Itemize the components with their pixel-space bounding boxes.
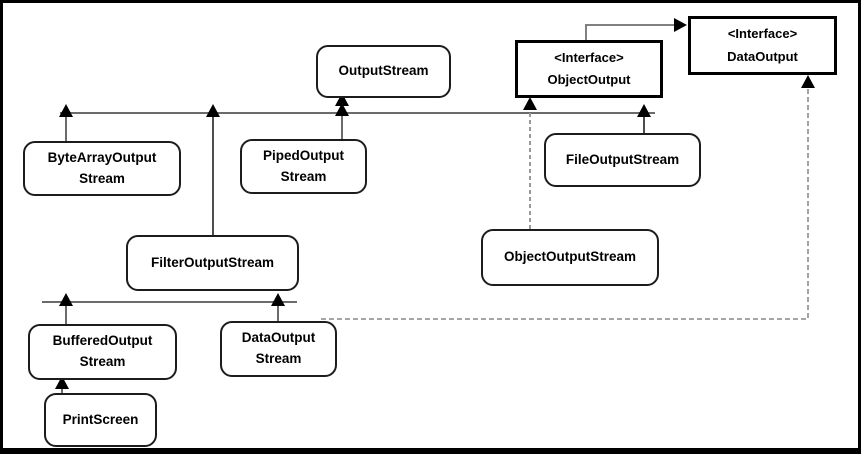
node-pipedoutputstream: PipedOutput Stream — [240, 139, 367, 194]
edge-filteroutputstream-to-outputstream — [206, 104, 220, 235]
node-interface-dataoutput: <Interface> DataOutput — [688, 16, 837, 75]
arrowhead-icon — [55, 376, 69, 389]
node-filteroutputstream-label: FilterOutputStream — [150, 254, 274, 270]
node-pipedoutputstream-label: PipedOutput Stream — [263, 147, 344, 184]
node-outputstream: OutputStream — [316, 45, 451, 98]
edge-dataoutputstream-to-dataoutput — [321, 75, 815, 320]
arrowhead-icon — [206, 104, 220, 117]
arrowhead-icon — [59, 293, 73, 306]
edge-pipedoutputstream-to-outputstream — [335, 93, 349, 139]
node-filteroutputstream: FilterOutputStream — [126, 235, 299, 291]
node-printscreen: PrintScreen — [44, 393, 157, 447]
node-bytearrayoutputstream: ByteArrayOutput Stream — [23, 141, 181, 196]
arrowhead-icon — [335, 103, 349, 116]
node-dataoutputstream-label: DataOutput Stream — [241, 330, 316, 366]
node-dataoutputstream: DataOutput Stream — [220, 321, 337, 377]
node-interface-objectoutput: <Interface> ObjectOutput — [515, 40, 663, 98]
node-interface-objectoutput-label: <Interface> ObjectOutput — [547, 49, 631, 87]
node-fileoutputstream: FileOutputStream — [544, 133, 701, 187]
arrowhead-icon — [523, 97, 537, 110]
node-objectoutputstream-label: ObjectOutputStream — [503, 249, 636, 265]
arrowhead-icon — [674, 18, 687, 32]
node-bufferedoutputstream: BufferedOutput Stream — [28, 324, 177, 380]
edge-dataoutputstream-to-filteroutputstream — [271, 293, 285, 321]
node-fileoutputstream-label: FileOutputStream — [565, 151, 680, 167]
node-bufferedoutputstream-label: BufferedOutput Stream — [52, 333, 153, 369]
arrowhead-icon — [335, 93, 349, 106]
node-printscreen-label: PrintScreen — [62, 411, 139, 427]
edge-objectoutput-to-dataoutput — [585, 18, 687, 41]
arrowhead-icon — [271, 293, 285, 306]
node-outputstream-label: OutputStream — [338, 63, 429, 79]
arrowhead-icon — [801, 75, 815, 88]
node-bytearrayoutputstream-label: ByteArrayOutput Stream — [47, 149, 157, 186]
node-objectoutputstream: ObjectOutputStream — [481, 229, 659, 286]
node-interface-dataoutput-label: <Interface> DataOutput — [727, 26, 798, 64]
arrowhead-icon — [637, 104, 651, 117]
edge-bytearrayoutputstream-to-outputstream — [59, 104, 73, 141]
edge-bufferedoutputstream-to-filteroutputstream — [59, 293, 73, 324]
edge-printscreen-to-bufferedoutputstream — [55, 376, 69, 393]
edge-objectoutputstream-to-objectoutput — [523, 97, 537, 229]
edge-fileoutputstream-to-outputstream — [637, 104, 651, 133]
arrowhead-icon — [59, 104, 73, 117]
connector-lines — [42, 18, 815, 393]
